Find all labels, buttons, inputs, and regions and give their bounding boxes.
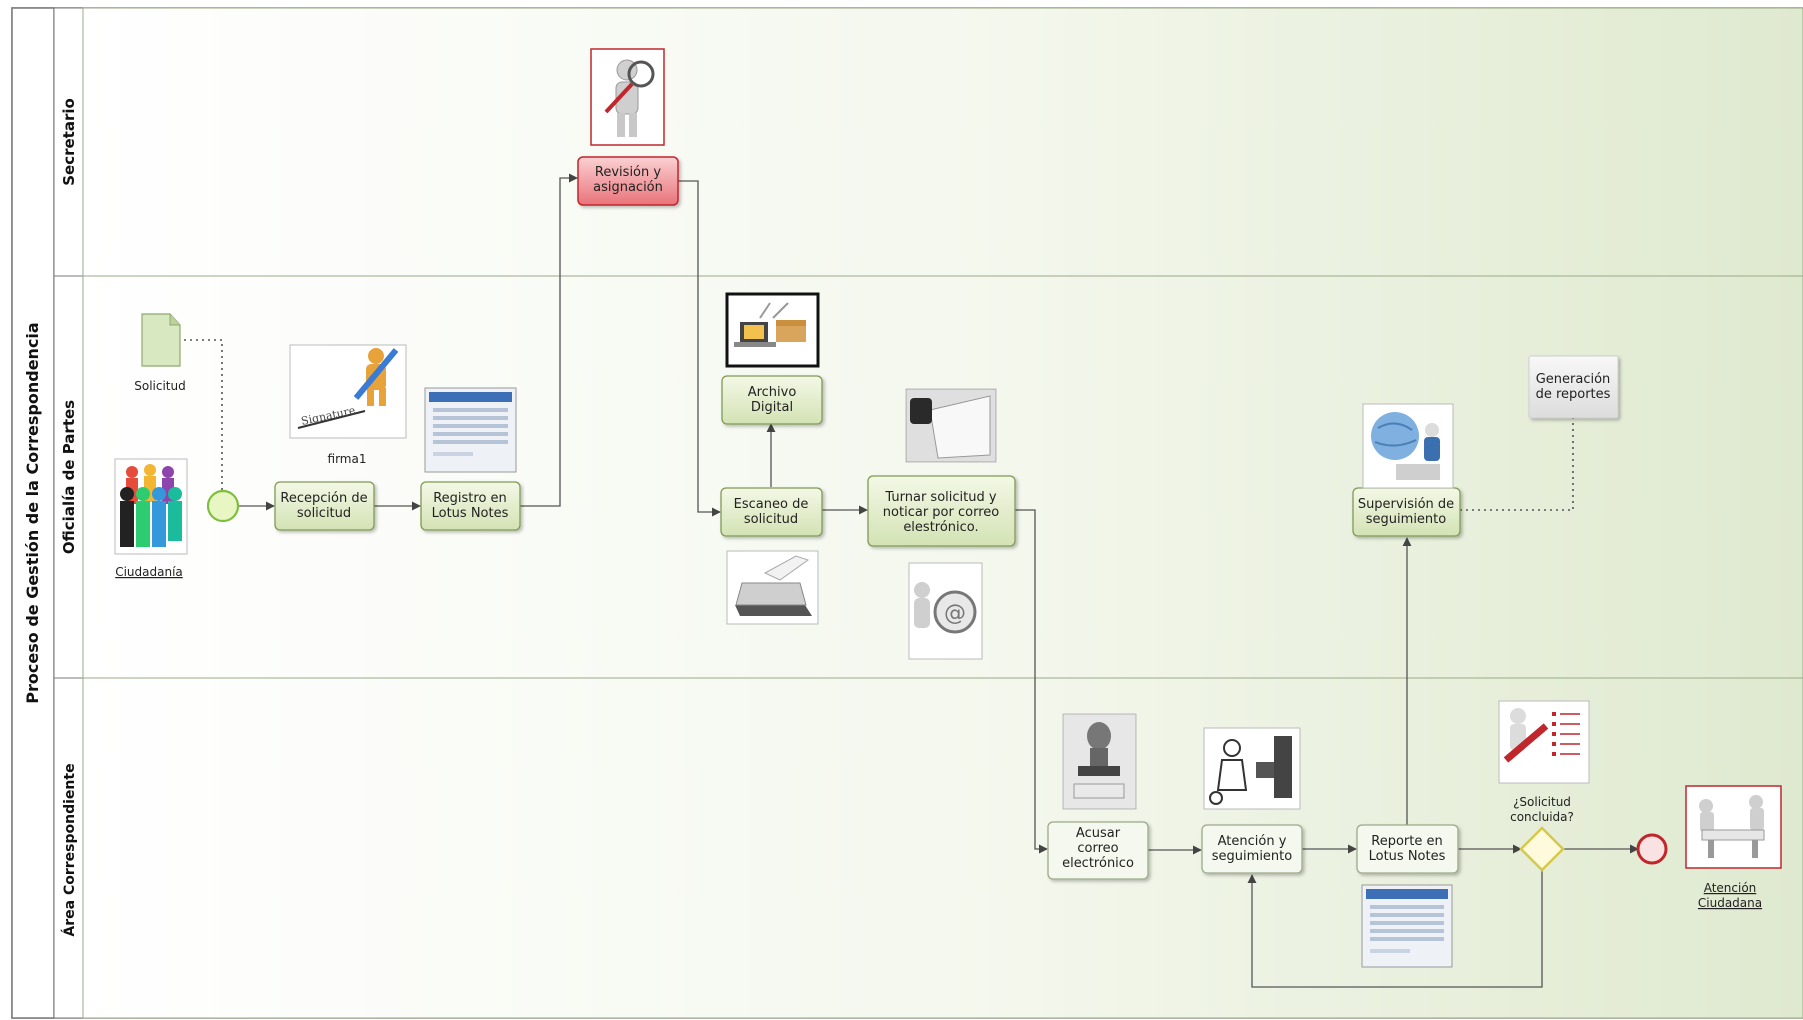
scanner-icon	[726, 550, 819, 625]
globe-person-icon	[1362, 403, 1454, 489]
pool-title: Proceso de Gestión de la Correspondencia	[23, 322, 42, 703]
email-person-icon: @	[908, 562, 983, 660]
svg-text:@: @	[944, 601, 966, 626]
magnifier-person-icon	[590, 48, 665, 146]
task-label-acusar-1: Acusar	[1076, 826, 1121, 841]
task-label-escaneo-1: Escaneo de	[734, 497, 809, 512]
lane-label-area: Área Correspondiente	[61, 763, 78, 936]
task-label-acusar-3: electrónico	[1062, 856, 1134, 871]
task-label-registro-2: Lotus Notes	[432, 506, 509, 521]
task-acusar-correo[interactable]	[1047, 821, 1149, 880]
atencion-ciudadana-label-2: Ciudadana	[1698, 896, 1762, 910]
task-label-reporte-2: Lotus Notes	[1369, 849, 1446, 864]
assoc-supervision-reportes	[1460, 416, 1574, 511]
paper-hand-icon	[905, 388, 997, 463]
lotus-screen-icon	[424, 387, 517, 473]
task-label-registro-1: Registro en	[433, 491, 507, 506]
stamp-icon	[1062, 713, 1137, 810]
task-turnar-solicitud[interactable]	[867, 475, 1016, 547]
flow-registro-revision	[520, 173, 578, 507]
flow-revision-escaneo	[678, 180, 721, 517]
task-label-revision-1: Revisión y	[595, 165, 661, 180]
firma-label: firma1	[328, 452, 367, 466]
task-label-recepcion-2: solicitud	[297, 506, 351, 521]
task-reporte-lotus[interactable]	[1356, 824, 1459, 874]
task-label-turnar-2: noticar por correo	[883, 505, 999, 520]
task-registro-lotus[interactable]	[420, 481, 521, 531]
lane-label-secretario: Secretario	[60, 98, 78, 186]
gateway-label-2: concluida?	[1510, 810, 1574, 824]
task-label-turnar-3: elestrónico.	[903, 520, 978, 535]
task-revision-asignacion[interactable]	[577, 156, 679, 206]
task-label-generacion-2: de reportes	[1536, 387, 1611, 402]
signature-person-icon: Signature	[289, 344, 407, 439]
sequence-flows	[239, 173, 1639, 988]
task-escaneo-solicitud[interactable]	[720, 487, 823, 537]
task-label-atencion-1: Atención y	[1218, 834, 1287, 849]
checklist-icon	[1498, 700, 1590, 784]
task-generacion-reportes[interactable]	[1528, 355, 1619, 419]
flow-gateway-loop	[1247, 870, 1543, 988]
assoc-start-solicitud	[182, 339, 223, 490]
document-icon	[141, 313, 181, 367]
task-label-recepcion-1: Recepción de	[280, 491, 367, 506]
end-event[interactable]	[1636, 833, 1668, 865]
task-recepcion-solicitud[interactable]	[274, 481, 375, 531]
lane-label-oficialia: Oficialía de Partes	[60, 400, 78, 554]
task-label-supervision-2: seguimiento	[1366, 512, 1446, 527]
gateway-label-1: ¿Solicitud	[1513, 795, 1571, 809]
ciudadania-label: Ciudadanía	[115, 565, 183, 579]
start-event[interactable]	[206, 489, 240, 523]
laptop-archive-icon	[725, 292, 820, 368]
meeting-desk-icon	[1685, 785, 1782, 869]
task-label-supervision-1: Supervisión de	[1358, 497, 1454, 512]
task-atencion-seguimiento[interactable]	[1201, 824, 1303, 874]
office-worker-icon	[1203, 727, 1301, 810]
atencion-ciudadana-label-1: Atención	[1704, 881, 1757, 895]
lotus-screen-icon-2	[1361, 884, 1453, 968]
task-label-archivo-1: Archivo	[748, 385, 797, 400]
task-label-acusar-2: correo	[1077, 841, 1118, 856]
task-label-turnar-1: Turnar solicitud y	[884, 490, 996, 505]
task-label-archivo-2: Digital	[751, 400, 793, 415]
task-label-revision-2: asignación	[593, 180, 663, 195]
task-label-generacion-1: Generación	[1536, 372, 1611, 387]
lane-secretario: Secretario	[53, 7, 1803, 277]
task-label-reporte-1: Reporte en	[1371, 834, 1442, 849]
flow-turnar-acusar	[1015, 509, 1048, 854]
task-label-escaneo-2: solicitud	[744, 512, 798, 527]
task-archivo-digital[interactable]	[721, 375, 823, 425]
associations	[182, 339, 1574, 511]
solicitud-label: Solicitud	[134, 379, 186, 393]
gateway-solicitud-concluida[interactable]	[1519, 826, 1565, 872]
task-label-atencion-2: seguimiento	[1212, 849, 1292, 864]
people-group-icon	[114, 458, 188, 555]
